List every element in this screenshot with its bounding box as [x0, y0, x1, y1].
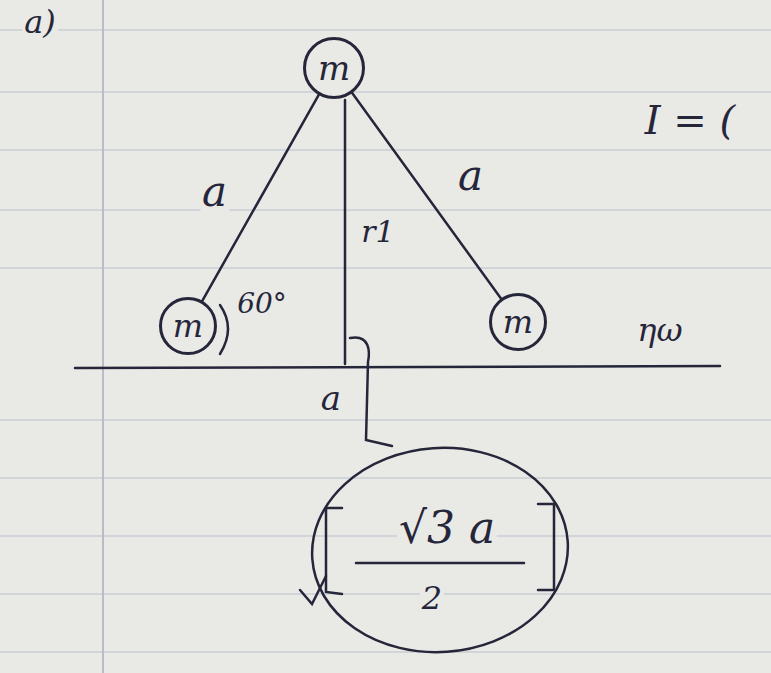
handwritten-label: √3 a: [397, 506, 497, 550]
mass-circle: m: [159, 297, 217, 355]
tick-mark: [300, 576, 326, 604]
bracket-hook: [350, 337, 392, 446]
handwritten-label: a: [319, 381, 343, 415]
side-length-label: a: [200, 171, 229, 213]
handwritten-label: 60°: [235, 290, 289, 318]
margin-line: [102, 0, 104, 673]
rotation-axis: [75, 366, 720, 368]
mass-label: m: [173, 310, 203, 342]
side-length-label: a: [456, 155, 485, 197]
handwritten-label: I = (: [643, 100, 737, 140]
handwritten-label: ηω: [635, 314, 684, 346]
fraction-bar: [356, 562, 524, 565]
angle-arc: [220, 305, 228, 354]
mass-label: m: [503, 306, 533, 338]
handwritten-label: 2: [420, 582, 444, 614]
handwritten-label: r1: [359, 217, 396, 247]
right-bracket: [538, 504, 554, 590]
left-bracket: [326, 508, 342, 594]
answer-circle: [305, 439, 575, 660]
handwritten-label: a): [22, 6, 58, 38]
mass-circle: m: [489, 293, 547, 351]
height-line: [344, 100, 347, 364]
ruled-lines: [0, 30, 771, 652]
mass-label: m: [318, 51, 350, 85]
rod-line: [352, 93, 501, 298]
mass-circle: m: [303, 37, 365, 99]
